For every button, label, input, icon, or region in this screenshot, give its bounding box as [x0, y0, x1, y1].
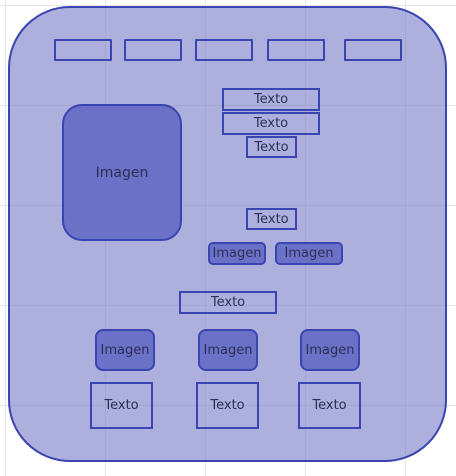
- card-1-image: Imagen: [95, 329, 155, 371]
- hero-text-2: Texto: [222, 112, 320, 135]
- nav-item-5[interactable]: [344, 39, 402, 61]
- card-2-text: Texto: [196, 382, 259, 429]
- nav-item-3[interactable]: [195, 39, 253, 61]
- nav-item-1[interactable]: [54, 39, 112, 61]
- hero-small-image-2: Imagen: [275, 242, 343, 265]
- card-3-image: Imagen: [300, 329, 360, 371]
- card-1-text: Texto: [90, 382, 153, 429]
- card-2-image: Imagen: [198, 329, 258, 371]
- hero-subtext: Texto: [246, 208, 297, 230]
- hero-text-1: Texto: [222, 88, 320, 111]
- hero-small-image-1: Imagen: [208, 242, 266, 265]
- card-3-text: Texto: [298, 382, 361, 429]
- nav-item-4[interactable]: [267, 39, 325, 61]
- hero-image-placeholder: Imagen: [62, 104, 182, 241]
- section-title: Texto: [179, 291, 277, 314]
- nav-item-2[interactable]: [124, 39, 182, 61]
- hero-text-3: Texto: [246, 136, 297, 158]
